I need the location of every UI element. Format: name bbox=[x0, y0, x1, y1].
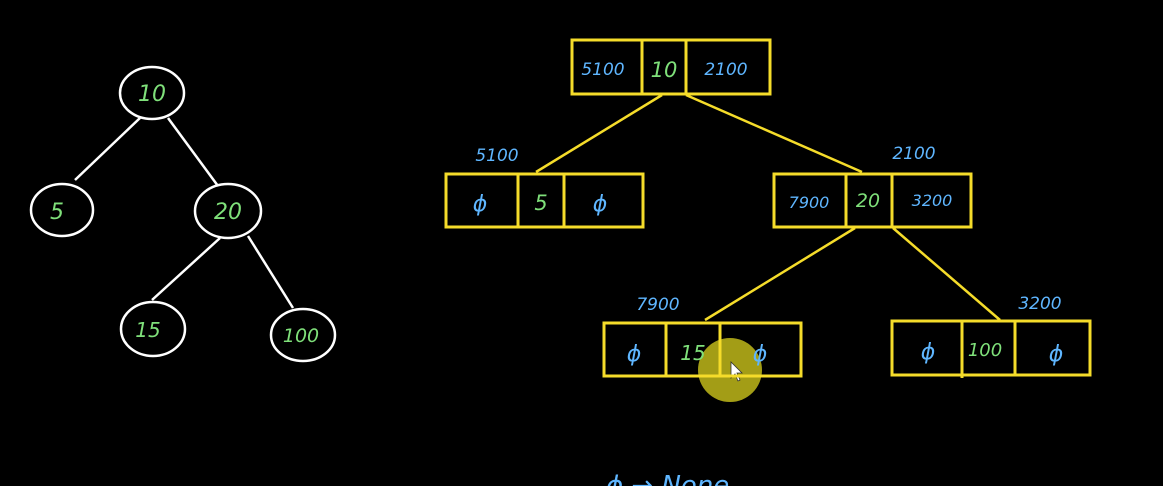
link-20-15 bbox=[704, 226, 856, 322]
left-pointer: ϕ bbox=[627, 342, 642, 367]
left-pointer: ϕ bbox=[921, 340, 936, 365]
cursor-highlight bbox=[698, 338, 762, 402]
tree-node-15: 15 bbox=[119, 300, 187, 358]
link-10-20 bbox=[685, 93, 863, 174]
linked-node-20: 2100 7900 20 3200 bbox=[772, 144, 973, 229]
right-pointer: ϕ bbox=[753, 342, 768, 367]
right-pointer: 2100 bbox=[704, 60, 747, 80]
node-value: 5 bbox=[534, 191, 547, 215]
tree-node-100: 100 bbox=[269, 307, 337, 363]
null-note: ϕ → None bbox=[606, 471, 729, 486]
node-value: 15 bbox=[680, 341, 705, 365]
node-address: 7900 bbox=[636, 295, 679, 315]
svg-text:10: 10 bbox=[138, 82, 166, 107]
edge-10-5 bbox=[74, 117, 141, 181]
svg-text:5: 5 bbox=[50, 200, 64, 225]
edge-20-100 bbox=[246, 235, 295, 309]
tree-node-20: 20 bbox=[193, 182, 263, 240]
edge-10-20 bbox=[166, 117, 220, 187]
node-address: 2100 bbox=[892, 144, 935, 164]
node-value: 100 bbox=[968, 340, 1002, 361]
node-address: 3200 bbox=[1018, 294, 1061, 314]
svg-text:20: 20 bbox=[214, 200, 242, 225]
linked-node-100: 3200 ϕ 100 ϕ bbox=[890, 294, 1092, 378]
tree-edges bbox=[74, 117, 295, 309]
node-value: 20 bbox=[856, 190, 880, 212]
node-address: 5100 bbox=[475, 146, 518, 166]
tree-node-10: 10 bbox=[118, 65, 186, 121]
link-10-5 bbox=[535, 93, 663, 174]
left-pointer: 5100 bbox=[581, 60, 624, 80]
linked-edges bbox=[535, 93, 1001, 322]
edge-20-15 bbox=[151, 237, 221, 301]
right-pointer: 3200 bbox=[912, 191, 953, 210]
node-value: 10 bbox=[651, 58, 678, 82]
linked-node-10: 5100 10 2100 bbox=[570, 38, 772, 96]
left-pointer: 7900 bbox=[789, 193, 830, 212]
right-pointer: ϕ bbox=[593, 192, 608, 217]
link-20-100 bbox=[892, 227, 1001, 321]
svg-text:15: 15 bbox=[135, 318, 160, 342]
left-pointer: ϕ bbox=[473, 192, 488, 217]
linked-node-5: 5100 ϕ 5 ϕ bbox=[444, 146, 645, 229]
tree-node-5: 5 bbox=[29, 182, 95, 238]
right-pointer: ϕ bbox=[1049, 342, 1064, 367]
svg-text:100: 100 bbox=[283, 325, 319, 347]
linked-node-15: 7900 ϕ 15 ϕ bbox=[602, 295, 803, 378]
